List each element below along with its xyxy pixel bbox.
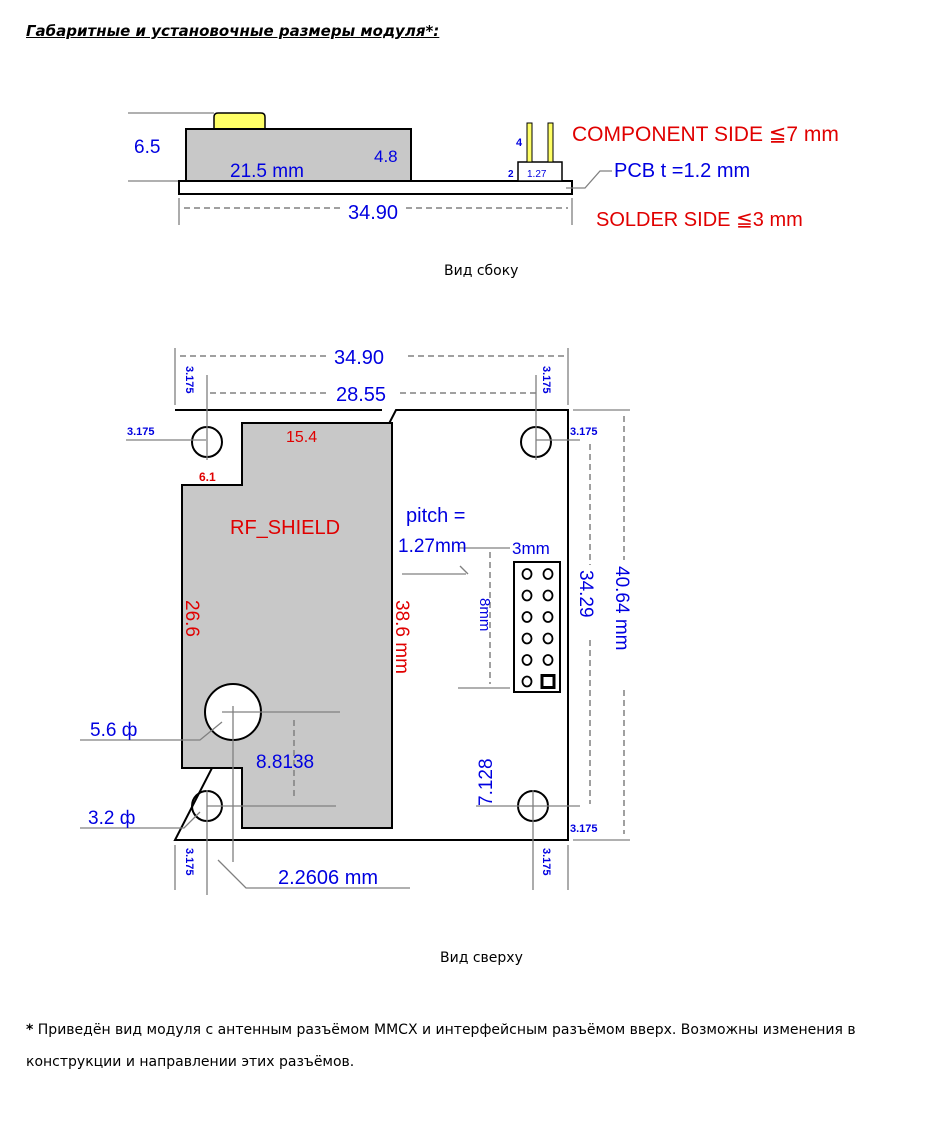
header-pin bbox=[521, 632, 533, 645]
section-heading: Габаритные и установочные размеры модуля… bbox=[26, 22, 440, 40]
top-width-label: 34.90 bbox=[334, 347, 384, 369]
header-pin bbox=[542, 654, 554, 666]
connector-length-label: 8mm bbox=[476, 598, 493, 631]
vertical-hole-span-label: 34.29 bbox=[575, 570, 596, 618]
pitch-value-label: 1.27mm bbox=[398, 536, 467, 557]
height-total-label: 6.5 bbox=[134, 137, 160, 158]
component-side-label: COMPONENT SIDE ≦7 mm bbox=[572, 123, 839, 146]
shield-notch-label: 6.1 bbox=[199, 470, 216, 484]
header-pin bbox=[521, 568, 533, 580]
footnote-marker: * bbox=[26, 1022, 34, 1038]
top-view-caption: Вид сверху bbox=[440, 950, 523, 966]
pcb-side bbox=[178, 180, 573, 195]
antenna-offset-label: 8.8138 bbox=[256, 752, 314, 773]
connector-offset-label: 7.128 bbox=[476, 758, 497, 806]
antenna-diameter-label: 5.6 ф bbox=[90, 720, 137, 741]
header-pin bbox=[542, 589, 554, 602]
pin-base-label: 2 bbox=[508, 169, 514, 180]
pin-pitch-label: 1.27 bbox=[527, 169, 547, 180]
interface-header bbox=[513, 561, 561, 693]
header-pins-base bbox=[517, 161, 563, 182]
footnote: * Приведён вид модуля с антенным разъёмо… bbox=[26, 1014, 916, 1078]
connector-width-label: 3mm bbox=[512, 539, 550, 558]
hole-span-label: 28.55 bbox=[336, 384, 386, 406]
shield-left-label: 26.6 bbox=[181, 600, 202, 637]
hole-offset-label: 3.175 bbox=[540, 848, 552, 876]
solder-side-label: SOLDER SIDE ≦3 mm bbox=[596, 209, 803, 231]
pin-height-label: 4 bbox=[516, 137, 523, 149]
hole-offset-label: 3.175 bbox=[570, 823, 598, 835]
antenna-connector-side bbox=[213, 112, 266, 130]
hole-offset-label: 3.175 bbox=[540, 366, 552, 394]
hole-offset-label: 3.175 bbox=[127, 426, 155, 438]
side-length-label: 34.90 bbox=[348, 202, 398, 224]
hole-offset-label: 3.175 bbox=[183, 366, 195, 394]
side-view-caption: Вид сбоку bbox=[444, 263, 519, 279]
hole-offset-label: 3.175 bbox=[570, 426, 598, 438]
header-pins bbox=[521, 568, 556, 689]
footnote-text: Приведён вид модуля с антенным разъёмом … bbox=[26, 1022, 856, 1070]
rf-shield-side bbox=[185, 128, 412, 182]
top-view-drawing: 34.90 28.55 3.175 3.175 3.175 3.175 3.17… bbox=[80, 347, 632, 895]
side-view-drawing: 6.5 21.5 mm 4.8 4 2 1.27 PCB t =1.2 mm 3… bbox=[128, 112, 839, 231]
hole-diameter-label: 3.2 ф bbox=[88, 808, 135, 829]
header-pin-1 bbox=[540, 674, 556, 689]
antenna-x-label: 2.2606 mm bbox=[278, 867, 378, 889]
header-pin bbox=[521, 611, 533, 623]
header-pin bbox=[521, 589, 533, 602]
shield-height-label: 4.8 bbox=[374, 147, 398, 166]
pitch-label: pitch = bbox=[406, 505, 465, 527]
pcb-thickness-label: PCB t =1.2 mm bbox=[614, 160, 750, 182]
hole-offset-label: 3.175 bbox=[183, 848, 195, 876]
shield-top-label: 15.4 bbox=[286, 429, 317, 446]
header-pin bbox=[542, 611, 554, 623]
shield-right-label: 38.6 mm bbox=[391, 600, 412, 674]
header-pin bbox=[542, 568, 554, 580]
shield-width-label: 21.5 mm bbox=[230, 161, 304, 182]
header-pin bbox=[521, 675, 533, 688]
rf-shield-label: RF_SHIELD bbox=[230, 517, 340, 539]
top-length-label: 40.64 mm bbox=[611, 566, 632, 650]
header-pin bbox=[542, 632, 554, 645]
header-pin bbox=[521, 654, 533, 666]
